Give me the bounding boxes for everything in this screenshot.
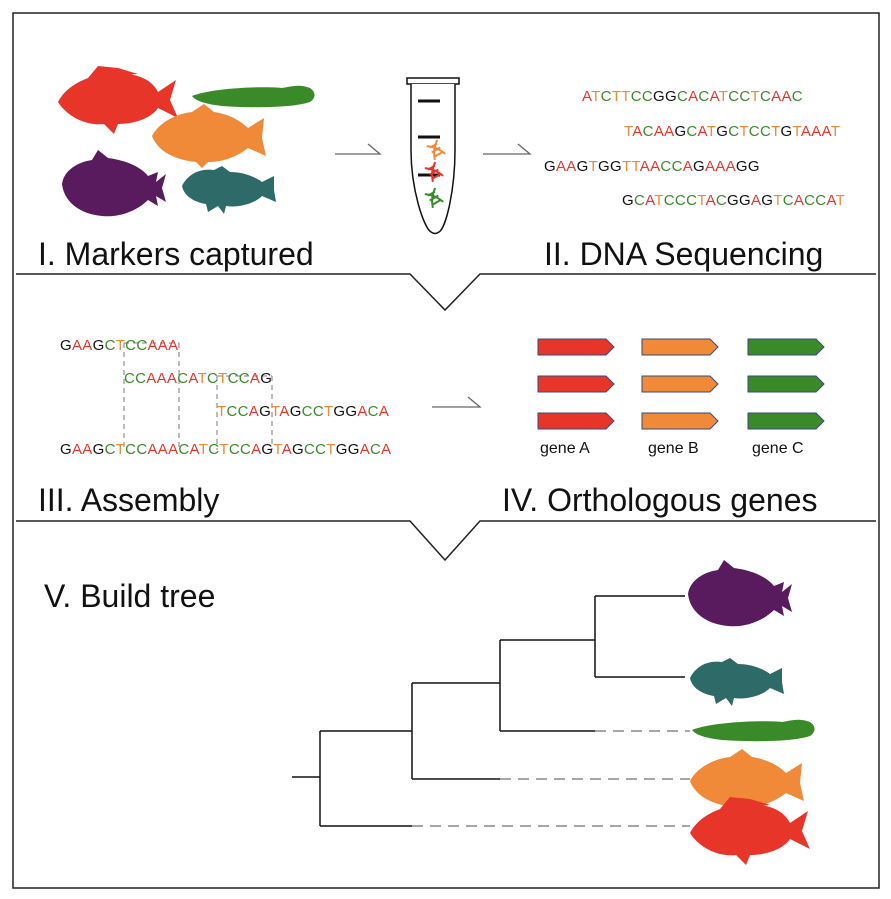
assembly-read-3: TCCAGTAGCCTGGACA	[217, 403, 390, 420]
separator-2	[16, 520, 876, 562]
gene-arrow	[537, 375, 615, 393]
read-4: GCATCCCTACGGAGTCACCAT	[622, 192, 846, 209]
assembly-read-2: CCAAACATCTCCAG	[124, 370, 273, 387]
phylogenetic-tree	[292, 595, 685, 827]
arrow-3	[432, 396, 482, 408]
tree-dashed-branches	[412, 730, 690, 827]
assembly-guides	[123, 342, 273, 450]
gene-arrow	[537, 338, 615, 356]
assembled-contig: GAAGCTCCAAACATCTCCAGTAGCCTGGACA	[60, 441, 392, 458]
read-2: TACAAGCATGCTCCTGTAAAT	[624, 123, 841, 140]
gene-arrow	[641, 412, 719, 430]
arrow-1	[335, 143, 382, 155]
section-1-title: I. Markers captured	[38, 236, 314, 272]
read-1: ATCTTCCGGCACATCCTCAAC	[582, 88, 803, 105]
arrow-2	[483, 143, 532, 155]
gene-arrow	[747, 412, 825, 430]
assembly-read-1: GAAGCTCCAAA	[60, 337, 179, 354]
section-3-title: III. Assembly	[38, 482, 220, 518]
gene-c-label: gene C	[752, 440, 804, 457]
gene-a-label: gene A	[540, 440, 590, 457]
gene-arrows	[537, 338, 825, 430]
gene-arrow	[641, 375, 719, 393]
sample-tube-icon	[406, 77, 460, 235]
gene-arrow	[641, 338, 719, 356]
section-2-title: II. DNA Sequencing	[544, 236, 824, 272]
gene-arrow	[747, 338, 825, 356]
separator-1	[16, 273, 876, 312]
gene-arrow	[537, 412, 615, 430]
section-4-title: IV. Orthologous genes	[502, 482, 818, 518]
gene-b-label: gene B	[648, 440, 699, 457]
read-3: GAAGTGGTTAACCAGAAAGG	[544, 158, 760, 175]
section-5-title: V. Build tree	[44, 578, 216, 614]
gene-arrow	[747, 375, 825, 393]
